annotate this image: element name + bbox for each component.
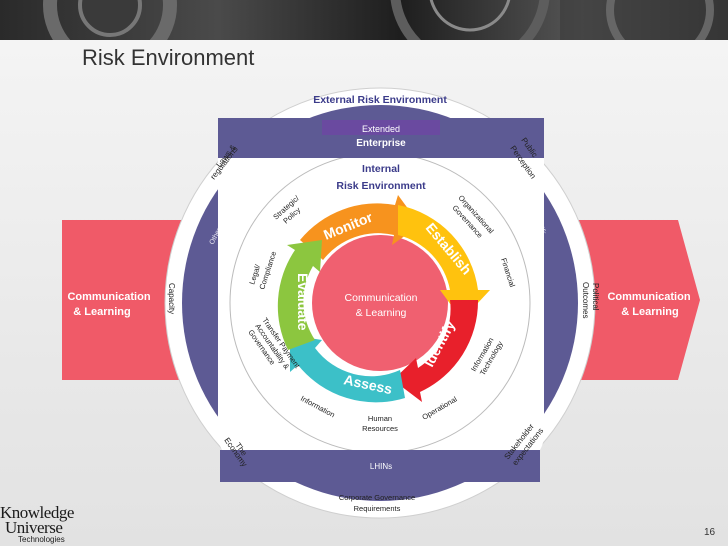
- internal-label-line2: Risk Environment: [336, 180, 426, 192]
- lhins-band: [220, 450, 540, 482]
- hr-line1: Human: [368, 414, 392, 423]
- enterprise-label: Enterprise: [356, 138, 406, 149]
- cycle-establish-arrow: [398, 205, 490, 320]
- cycle-monitor-arrow: [300, 195, 420, 260]
- corp-gov-line2: Requirements: [354, 504, 401, 513]
- evaluate-label: Evaluate: [295, 273, 311, 331]
- corp-gov-line1: Corporate Governance: [339, 493, 415, 502]
- right-comm-line2: & Learning: [621, 306, 678, 318]
- cycle-assess-arrow: [290, 335, 405, 403]
- cycle-identify-arrow: [393, 300, 479, 402]
- center-line1: Communication: [345, 292, 418, 304]
- external-risk-title: External Risk Environment: [313, 94, 447, 106]
- logo-knowledge: Knowledge: [0, 503, 74, 522]
- header-banner-image: [0, 0, 728, 40]
- internal-label-line1: Internal: [362, 163, 400, 175]
- cycle-evaluate-arrow: [277, 240, 322, 350]
- logo-universe: Universe: [5, 518, 63, 537]
- right-communication-arrow: [560, 220, 700, 380]
- slide-title: Risk Environment: [82, 45, 255, 70]
- left-communication-arrow: [62, 220, 200, 380]
- extended-box: [322, 120, 440, 135]
- extended-label: Extended: [362, 124, 400, 134]
- center-line2: & Learning: [356, 307, 407, 319]
- hr-line2: Resources: [362, 424, 398, 433]
- left-comm-line1: Communication: [67, 291, 150, 303]
- cycle-center: [312, 235, 448, 371]
- capacity-label: Capacity: [167, 283, 176, 314]
- right-comm-line1: Communication: [607, 291, 690, 303]
- logo-technologies: Technologies: [18, 535, 65, 544]
- lhins-label: LHINs: [370, 462, 392, 471]
- page-number: 16: [704, 527, 716, 538]
- political-line2: Outcomes: [581, 282, 590, 318]
- left-comm-line2: & Learning: [73, 306, 130, 318]
- political-line1: Political: [591, 283, 600, 311]
